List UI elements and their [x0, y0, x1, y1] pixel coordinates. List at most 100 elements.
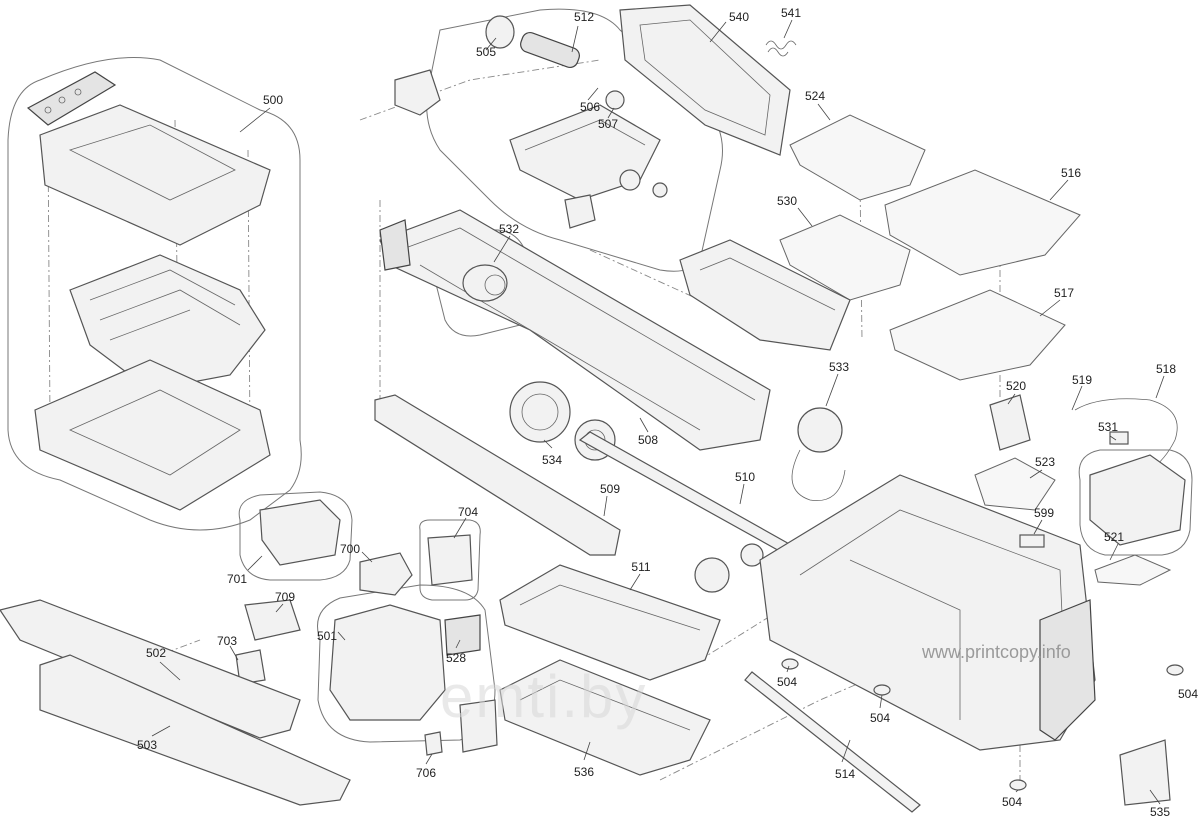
part-number-533: 533	[828, 360, 850, 374]
foot-504b	[873, 684, 891, 696]
leader-501	[337, 631, 346, 641]
motor-533	[797, 407, 843, 453]
leader-503	[151, 725, 171, 737]
bracket-520	[989, 394, 1031, 451]
foot-504c	[1166, 664, 1184, 676]
part-number-502: 502	[145, 646, 167, 660]
part-number-503: 503	[136, 738, 158, 752]
rail-502	[0, 599, 301, 739]
group-outline-501	[317, 584, 496, 743]
frame-mechanism-500	[69, 254, 266, 391]
part-number-510: 510	[734, 470, 756, 484]
leader-517	[1039, 299, 1061, 317]
leader-516	[1049, 179, 1069, 201]
roller-514	[744, 671, 921, 813]
part-number-528: 528	[445, 651, 467, 665]
leader-599	[1033, 519, 1043, 535]
roller-505	[485, 15, 515, 49]
panel-500	[26, 71, 117, 126]
part-number-534: 534	[541, 453, 563, 467]
bracket-512	[394, 69, 441, 116]
leader-508	[639, 417, 649, 433]
group-outline-500	[7, 57, 302, 531]
part-number-540: 540	[728, 10, 750, 24]
leader-533	[825, 373, 839, 407]
leader-507	[607, 107, 615, 119]
leader-701	[247, 555, 263, 571]
guide-536	[499, 659, 711, 776]
leader-709	[275, 603, 284, 613]
part-number-511: 511	[631, 560, 651, 574]
lower-housing-500	[34, 359, 271, 511]
part-number-520: 520	[1005, 379, 1027, 393]
leader-541	[783, 19, 793, 39]
frame-508	[379, 209, 771, 451]
part-number-505: 505	[475, 45, 497, 59]
part-number-536: 536	[573, 765, 595, 779]
head-700	[359, 552, 413, 596]
cartridge-holder-704	[427, 534, 473, 586]
part-number-523: 523	[1034, 455, 1056, 469]
part-number-521: 521	[1103, 530, 1125, 544]
pulley-534	[509, 381, 571, 443]
plate-523	[974, 457, 1056, 511]
part-number-501: 501	[316, 629, 338, 643]
part-number-531: 531	[1097, 420, 1119, 434]
guide-509	[374, 394, 621, 556]
group-outline-701	[238, 491, 353, 581]
leader-700	[361, 551, 373, 563]
part-number-506: 506	[579, 100, 601, 114]
tray-535	[1119, 739, 1171, 806]
part-number-541: 541	[780, 6, 802, 20]
plate-703	[235, 649, 266, 685]
part-number-509: 509	[599, 482, 621, 496]
part-number-514: 514	[834, 767, 856, 781]
leader-520	[1007, 393, 1016, 405]
side-bracket-main	[1039, 599, 1096, 741]
leader-531	[1109, 435, 1117, 441]
guide-511	[499, 564, 721, 681]
plate-near-706	[459, 699, 498, 753]
leader-521	[1109, 543, 1119, 561]
cover-701	[259, 499, 341, 566]
roller-512	[520, 31, 580, 69]
part-number-517: 517	[1053, 286, 1075, 300]
leader-534	[543, 439, 553, 449]
part-number-524: 524	[804, 89, 826, 103]
leader-535	[1149, 789, 1161, 805]
part-number-504a: 504	[776, 675, 798, 689]
leader-524	[817, 103, 831, 121]
part-number-700: 700	[339, 542, 361, 556]
leader-505	[485, 37, 497, 51]
plate-516	[884, 169, 1081, 276]
part-531	[1109, 431, 1129, 445]
leader-511	[629, 573, 641, 591]
part-number-504c: 504	[1177, 687, 1199, 701]
leader-532	[493, 235, 511, 263]
leader-504a	[786, 665, 790, 673]
gear-512	[619, 169, 641, 191]
leader-523	[1029, 469, 1043, 479]
part-number-709: 709	[274, 590, 296, 604]
gear-507	[605, 90, 625, 110]
sensor-512	[564, 194, 596, 229]
plate-521	[1094, 554, 1172, 586]
carriage-501	[329, 604, 446, 721]
plate-530	[779, 214, 911, 301]
leader-704	[453, 517, 467, 539]
pump-518	[1089, 454, 1186, 546]
leader-506	[587, 87, 599, 101]
leader-528	[455, 639, 461, 649]
part-number-532: 532	[498, 222, 520, 236]
part-number-535: 535	[1149, 805, 1171, 819]
leader-510	[739, 483, 745, 505]
leader-536	[583, 741, 591, 761]
leader-706	[425, 753, 433, 765]
part-number-504b: 504	[869, 711, 891, 725]
bracket-532	[379, 219, 411, 271]
top-cover-500	[39, 104, 271, 246]
paper-support-540	[619, 4, 791, 156]
part-number-508: 508	[637, 433, 659, 447]
leader-519	[1071, 385, 1083, 411]
